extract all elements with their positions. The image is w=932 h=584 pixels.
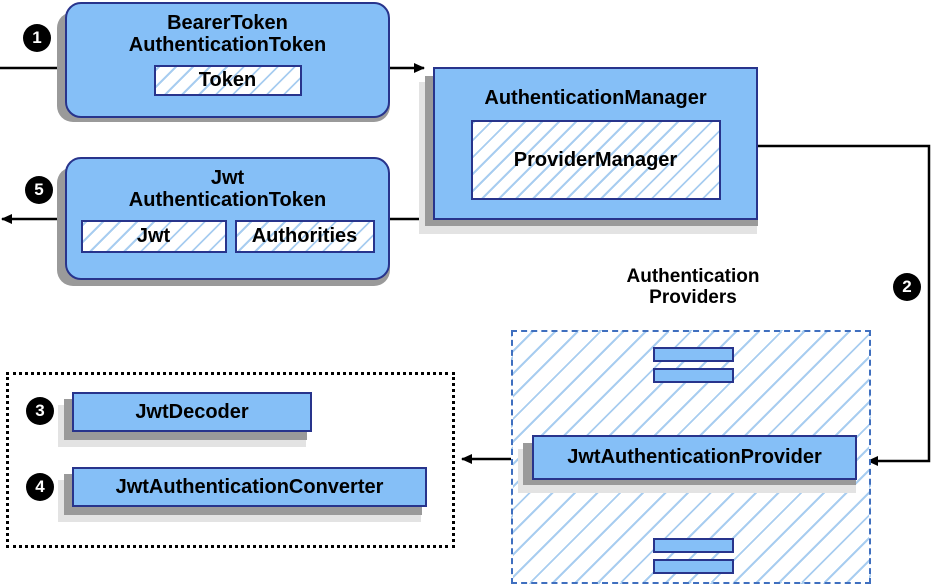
node-jwt-authentication-provider[interactable]: JwtAuthenticationProvider bbox=[532, 435, 857, 480]
jwt-support-components-box bbox=[6, 372, 455, 548]
jwt-authentication-provider-label: JwtAuthenticationProvider bbox=[567, 446, 822, 469]
node-jwt-decoder[interactable]: JwtDecoder bbox=[72, 392, 312, 432]
bearer-token-title-line2: AuthenticationToken bbox=[128, 34, 327, 57]
inner-jwt: Jwt bbox=[80, 219, 227, 253]
jwt-decoder-label: JwtDecoder bbox=[135, 400, 249, 423]
step-bullet-3: 3 bbox=[27, 398, 53, 424]
provider-stack-bar-top-1 bbox=[653, 347, 734, 362]
step-bullet-4: 4 bbox=[27, 474, 53, 500]
inner-authorities: Authorities bbox=[234, 219, 375, 253]
jwt-token-inner-row: Jwt Authorities bbox=[80, 219, 375, 253]
provider-stack-bar-top-2 bbox=[653, 368, 734, 383]
providers-label-line2: Providers bbox=[649, 287, 737, 309]
bearer-token-title-line1: BearerToken bbox=[167, 12, 288, 34]
jwt-token-title: Jwt AuthenticationToken bbox=[67, 167, 388, 212]
inner-provider-manager: ProviderManager bbox=[470, 120, 721, 201]
step-bullet-1: 1 bbox=[24, 25, 50, 51]
jwt-token-title-line1: Jwt bbox=[210, 167, 245, 189]
node-jwt-authentication-converter[interactable]: JwtAuthenticationConverter bbox=[72, 467, 427, 507]
bearer-token-title: BearerToken AuthenticationToken bbox=[67, 12, 388, 57]
step-bullet-2: 2 bbox=[894, 274, 920, 300]
authentication-manager-title: AuthenticationManager bbox=[484, 87, 707, 109]
providers-label-line1: Authentication bbox=[626, 266, 760, 287]
provider-manager-label: ProviderManager bbox=[513, 148, 678, 171]
step-bullet-5: 5 bbox=[26, 177, 52, 203]
token-label: Token bbox=[198, 68, 257, 91]
jwt-token-title-line2: AuthenticationToken bbox=[128, 189, 327, 212]
authorities-label: Authorities bbox=[251, 224, 358, 247]
provider-stack-bar-bottom-1 bbox=[653, 538, 734, 553]
node-jwt-authentication-token[interactable]: Jwt AuthenticationToken Jwt Authorities bbox=[65, 157, 390, 280]
jwt-authentication-converter-label: JwtAuthenticationConverter bbox=[115, 475, 384, 498]
node-bearer-token-authentication-token[interactable]: BearerToken AuthenticationToken Token bbox=[65, 2, 390, 118]
authentication-providers-label: Authentication Providers bbox=[568, 266, 818, 309]
node-authentication-manager[interactable]: AuthenticationManager ProviderManager bbox=[433, 67, 758, 220]
jwt-label: Jwt bbox=[136, 224, 171, 247]
inner-token: Token bbox=[153, 64, 302, 96]
provider-stack-bar-bottom-2 bbox=[653, 559, 734, 574]
